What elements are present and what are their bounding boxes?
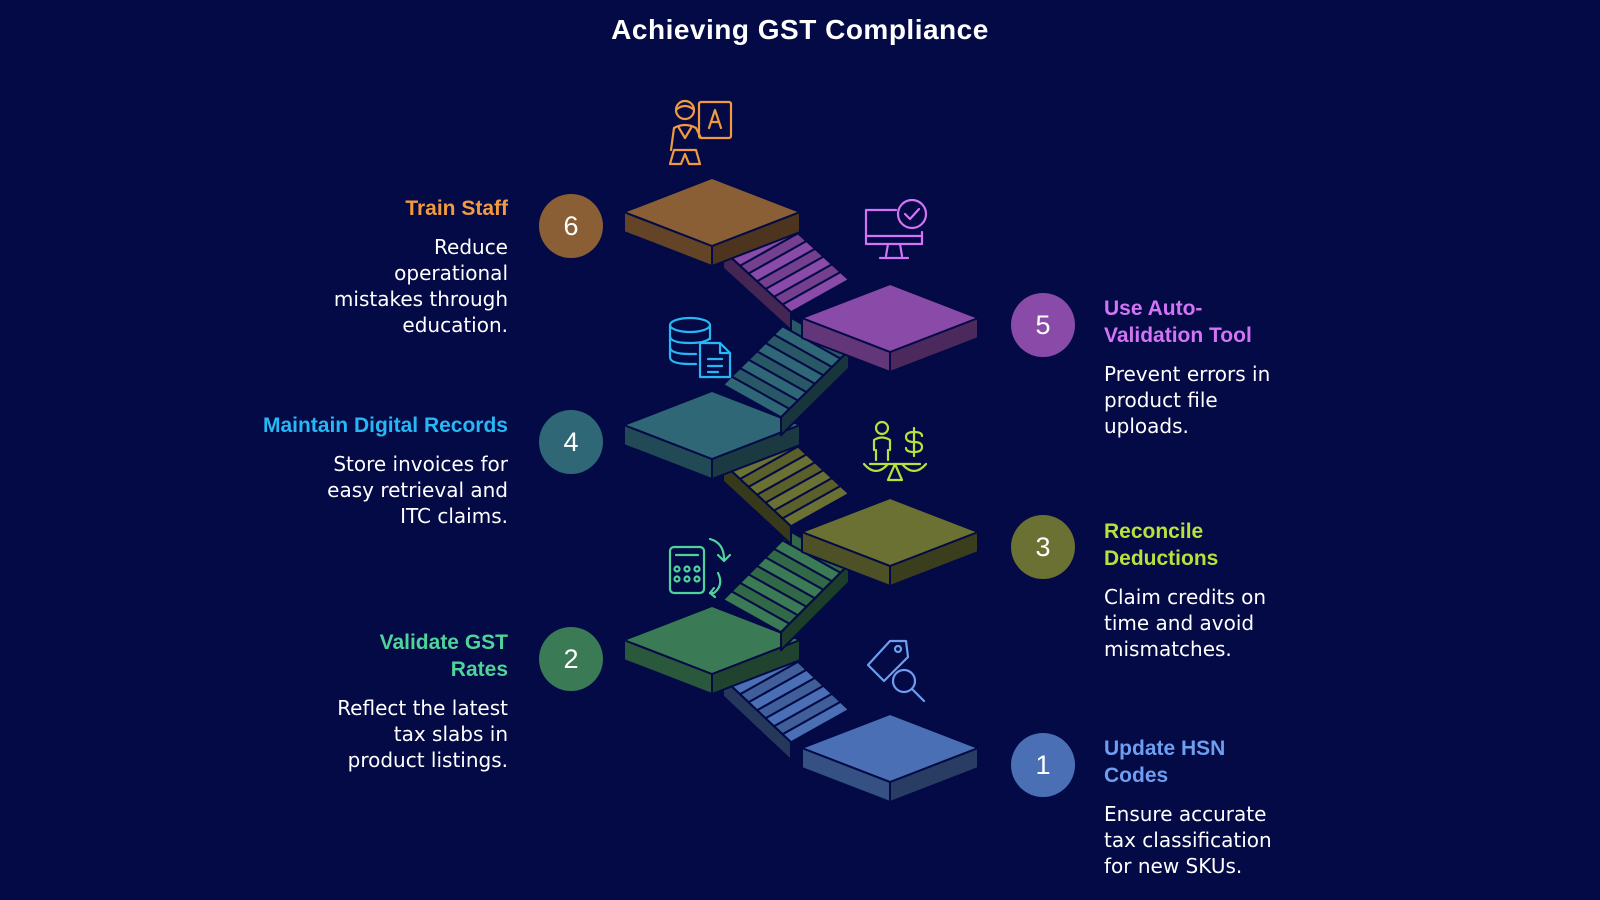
step-5-description: Prevent errors in product file uploads.	[1104, 362, 1271, 438]
step-1-description: Ensure accurate tax classification for n…	[1104, 802, 1272, 878]
stairs-3-side	[722, 462, 792, 546]
diagram-title: Achieving GST Compliance	[611, 14, 989, 45]
step-number-4: 4	[539, 410, 603, 474]
step-number-5: 5	[1011, 293, 1075, 357]
step-2-description: Reflect the latest tax slabs in product …	[337, 696, 508, 772]
price-tag-search-icon	[866, 639, 926, 703]
step-5-label: Use Auto-Validation Tool Prevent errors …	[1104, 295, 1364, 439]
platform-3-top	[801, 497, 979, 567]
step-6-description: Reduce operational mistakes through educ…	[333, 235, 508, 337]
step-1-title: Update HSN Codes	[1104, 737, 1226, 787]
step-6-title: Train Staff	[405, 197, 508, 220]
step-number-2: 2	[539, 627, 603, 691]
step-1-label: Update HSN Codes Ensure accurate tax cla…	[1104, 735, 1364, 879]
platform-2-top	[623, 605, 801, 675]
step-2-title: Validate GST Rates	[379, 631, 508, 681]
step-number-1: 1	[1011, 733, 1075, 797]
step-4-description: Store invoices for easy retrieval and IT…	[327, 452, 508, 528]
step-5-title: Use Auto-Validation Tool	[1104, 297, 1252, 347]
step-number-6: 6	[539, 194, 603, 258]
stairs-5-side	[722, 249, 792, 332]
stairs-2-side	[780, 563, 850, 652]
monitor-checkmark-icon	[864, 198, 928, 260]
step-3-title: Reconcile Deductions	[1104, 520, 1219, 570]
step-3-label: Reconcile Deductions Claim credits on ti…	[1104, 518, 1364, 662]
step-6-label: Train Staff Reduce operational mistakes …	[248, 195, 508, 338]
platform-5-top	[801, 283, 979, 353]
calculator-refresh-icon	[668, 537, 732, 599]
step-2-label: Validate GST Rates Reflect the latest ta…	[248, 629, 508, 773]
step-4-label: Maintain Digital Records Store invoices …	[248, 412, 508, 529]
step-number-3: 3	[1011, 515, 1075, 579]
step-4-title: Maintain Digital Records	[262, 414, 508, 437]
database-document-icon	[668, 316, 732, 379]
platform-6-top	[623, 177, 801, 247]
platform-4-top	[623, 390, 801, 460]
teacher-board-icon	[668, 99, 733, 166]
platform-1-top	[801, 713, 979, 783]
stairs-4-side	[780, 349, 850, 437]
stairs-1-side	[722, 677, 792, 762]
step-3-description: Claim credits on time and avoid mismatch…	[1104, 585, 1267, 661]
person-balance-scale-icon	[862, 420, 928, 482]
